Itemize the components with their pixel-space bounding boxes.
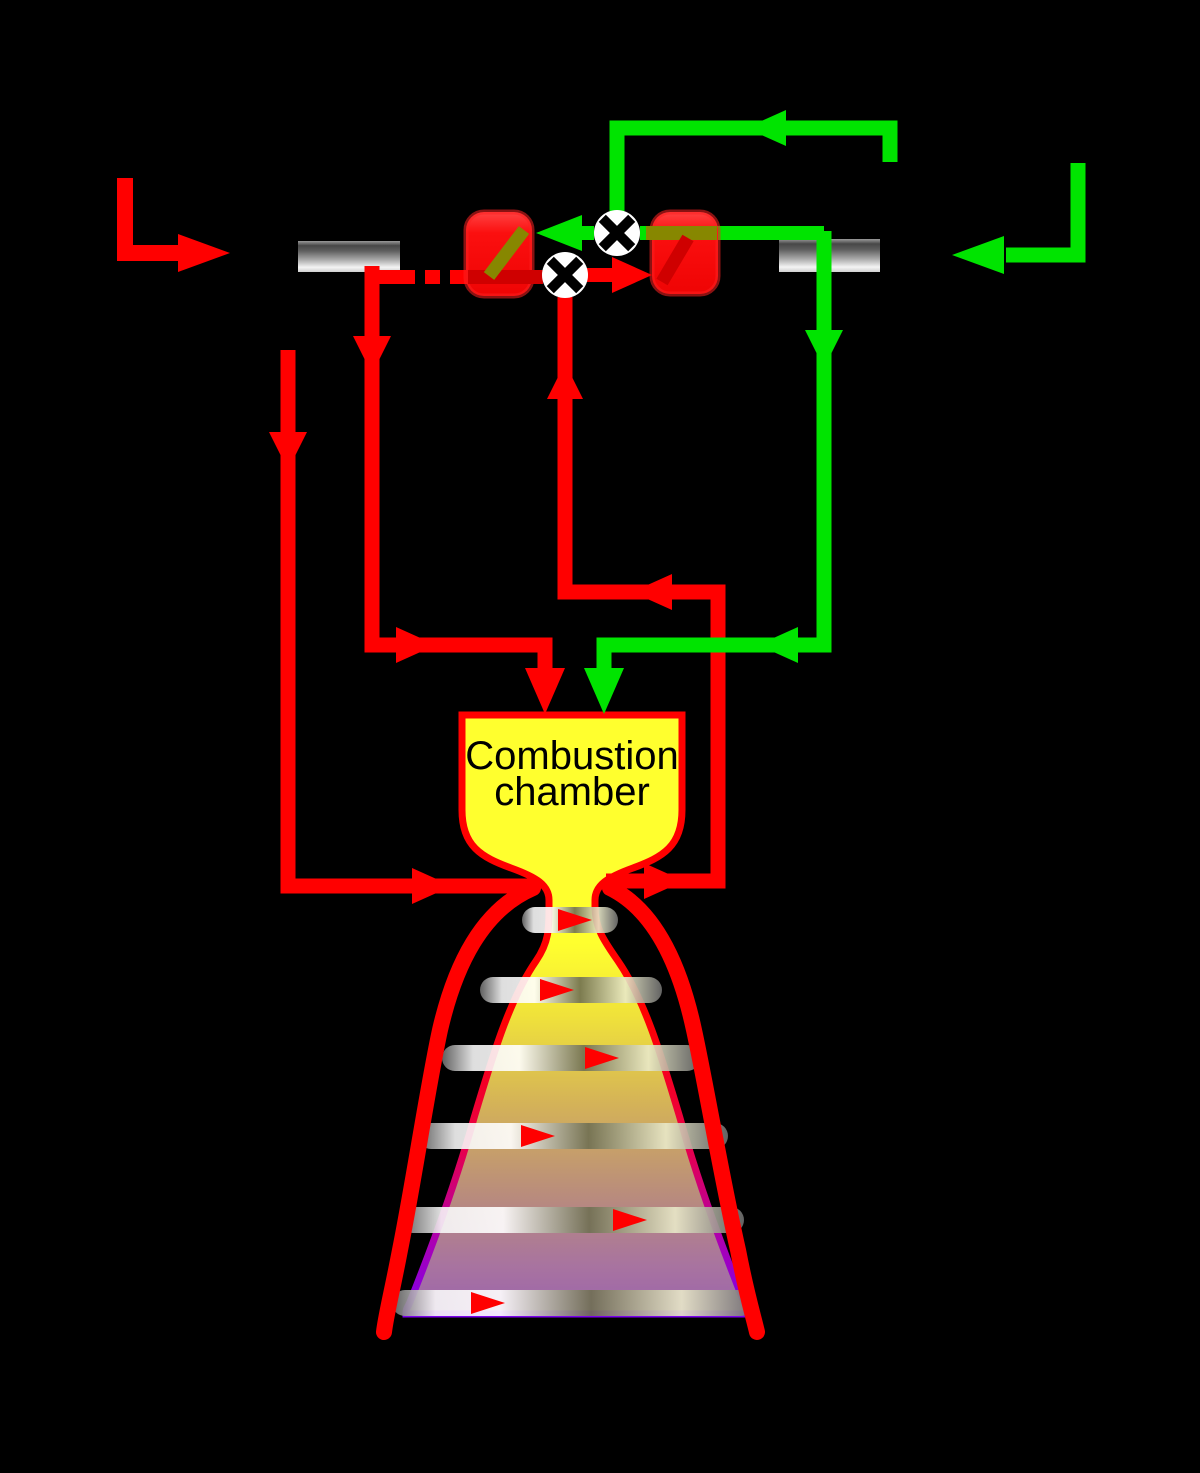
- cooling-jacket-left-contour: [376, 880, 541, 1340]
- tap-right-arrow: [644, 863, 684, 899]
- turbine1-flow-diagonal: [483, 226, 530, 280]
- oxidizer-main-line: [596, 231, 832, 670]
- oxidizer-inlet-arrow: [952, 236, 1004, 274]
- cooling-jacket-right-contour: [602, 880, 765, 1340]
- valve-lower-cross-icon: [546, 256, 584, 294]
- fuel-inlet-line: [117, 178, 178, 261]
- cooling-ring-2-flow-arrow: [540, 979, 574, 1001]
- valve-to-turbine2-arrow: [612, 257, 652, 293]
- cooling-ring-3-flow-arrow: [585, 1047, 619, 1069]
- fuel-main-line: [364, 266, 553, 670]
- valve-upper-cross-icon: [598, 214, 636, 252]
- fuel-pump: [298, 241, 400, 272]
- cooling-ring-4: [418, 1123, 728, 1149]
- cooling-ring-5: [400, 1207, 744, 1233]
- oxidizer-inlet-line: [1006, 163, 1086, 263]
- fuel-main-down-arrow: [353, 336, 391, 374]
- cooling-ring-6-flow-arrow: [471, 1292, 505, 1314]
- cooling-ring-3: [442, 1045, 700, 1071]
- turbine1-in-arrow: [536, 215, 582, 251]
- fuel-inlet-arrow: [178, 234, 230, 272]
- turbine-exhaust-top-line: [609, 120, 898, 212]
- top-loop-left-arrow: [746, 110, 786, 146]
- cooling-ring-6: [392, 1290, 754, 1316]
- fuel-main-right-arrow: [396, 627, 436, 663]
- turbine2-flow-diagonal: [656, 234, 694, 286]
- cooling-ring-4-flow-arrow: [521, 1125, 555, 1147]
- oxidizer-chamber-arrow: [584, 668, 624, 714]
- tap-left-arrow: [632, 574, 672, 610]
- fuel-chamber-arrow: [525, 668, 565, 714]
- tap-up-arrow: [547, 363, 583, 399]
- combustion-chamber-label-line2: chamber: [494, 770, 650, 814]
- combustion-chamber-label-line1: Combustion: [465, 734, 679, 778]
- oxidizer-down-arrow: [805, 330, 843, 368]
- regen-right-arrow: [412, 868, 452, 904]
- cooling-ring-1-flow-arrow: [558, 909, 592, 931]
- regen-down-arrow: [269, 432, 307, 470]
- oxidizer-left-arrow: [758, 627, 798, 663]
- cooling-ring-5-flow-arrow: [613, 1209, 647, 1231]
